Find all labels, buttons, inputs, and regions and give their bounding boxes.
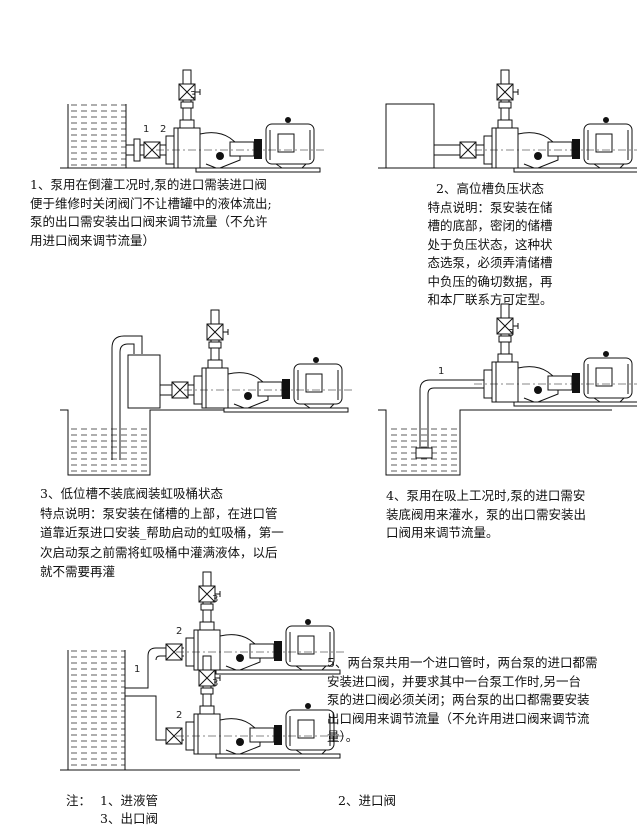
text-line: 便于维修时关闭阀门不让槽罐中的液体流出; (30, 195, 272, 211)
text-line: 泵的进口阀必须关闭；两台泵的出口都需要安装 (327, 692, 590, 707)
note-item-1: 1、进液管 (100, 793, 158, 808)
section-1-text: 1、泵用在倒灌工况时,泵的进口需装进口阀 便于维修时关闭阀门不让槽罐中的液体流出… (30, 176, 272, 250)
text-line: 出口阀用来调节流量（不允许用进口阀来调节流 (327, 710, 590, 726)
label-1: 1 (143, 124, 149, 135)
section-2-text: 2、高位槽负压状态 特点说明：泵安装在储 槽的底部，密闭的储槽 处于负压状态，这… (410, 180, 570, 310)
label-1: 1 (438, 366, 444, 377)
text-line: 用进口阀来调节流量） (30, 232, 156, 248)
text-line: 泵的出口需安装出口阀来调节流量（不允许 (30, 214, 268, 229)
text-line: 5、两台泵共用一个进口管时，两台泵的进口都需 (327, 655, 598, 670)
text-line: 次启动泵之前需将虹吸桶中灌满液体，以后 (40, 544, 278, 560)
pump-motor-assembly-icon (473, 303, 637, 407)
diagram-2-high-tank-negative-pressure (378, 69, 637, 173)
text-line: 态选泵，必须弄清储槽 (427, 255, 553, 270)
label-3: 3 (190, 90, 196, 101)
section-5-text: 5、两台泵共用一个进口管时，两台泵的进口都需 安装进口阀，并要求其中一台泵工作时… (327, 654, 597, 747)
section-2-title: 2、高位槽负压状态 (436, 181, 544, 196)
text-line: 4、泵用在吸上工况时,泵的进口需安 (386, 488, 586, 503)
label-3: 3 (508, 328, 514, 339)
pump-motor-assembly-icon (183, 309, 355, 413)
text-line: 安装进口阀，并要求其中一台泵工作时,另一台 (327, 673, 581, 689)
note-item-3: 3、出口阀 (100, 811, 158, 826)
label-1: 1 (134, 664, 140, 675)
diagram-4-suction-lift: 1 3 (378, 303, 637, 476)
notes-prefix: 注： (66, 793, 92, 808)
text-line: 口阀用来调节流量。 (386, 525, 499, 540)
text-line: 槽的底部，密闭的储槽 (427, 218, 553, 233)
text-line: 特点说明：泵安装在储槽的上部，在进口管 (40, 505, 278, 521)
inlet-valve-icon (459, 141, 477, 159)
text-line: 就不需要再灌 (40, 564, 116, 579)
section-4-text: 4、泵用在吸上工况时,泵的进口需安 装底阀用来灌水，泵的出口需安装出 口阀用来调… (386, 487, 586, 543)
note-item-2: 2、进口阀 (338, 793, 396, 808)
label-2: 2 (176, 710, 182, 721)
text-line: 装底阀用来灌水，泵的出口需安装出 (386, 506, 587, 522)
label-2: 2 (176, 626, 182, 637)
text-line: 中负压的确切数据，再 (427, 273, 553, 289)
pump-motor-assembly-icon (175, 571, 347, 675)
diagram-1-flooded-suction: 1 2 3 (60, 69, 327, 173)
label-3: 3 (212, 594, 218, 605)
text-line: 处于负压状态，这种状 (427, 236, 553, 252)
text-line: 特点说明：泵安装在储 (427, 199, 553, 215)
text-line: 1、泵用在倒灌工况时,泵的进口需装进口阀 (30, 177, 267, 192)
text-line: 量）。 (327, 729, 359, 744)
section-3-text: 3、低位槽不装底阀装虹吸桶状态 特点说明：泵安装在储槽的上部，在进口管 道靠近泵… (40, 484, 284, 582)
pump-motor-assembly-icon (473, 69, 637, 173)
text-line: 和本厂联系方可定型。 (427, 292, 553, 307)
diagram-5-two-pumps-shared-inlet: 1 2 3 2 3 (60, 571, 347, 771)
diagram-3-siphon-tank (60, 309, 355, 476)
text-line: 道靠近泵进口安装_帮助启动的虹吸桶，第一 (40, 525, 284, 540)
label-2: 2 (160, 124, 166, 135)
pump-motor-assembly-icon (155, 69, 327, 173)
section-3-title: 3、低位槽不装底阀装虹吸桶状态 (40, 486, 223, 501)
label-3: 3 (212, 678, 218, 689)
